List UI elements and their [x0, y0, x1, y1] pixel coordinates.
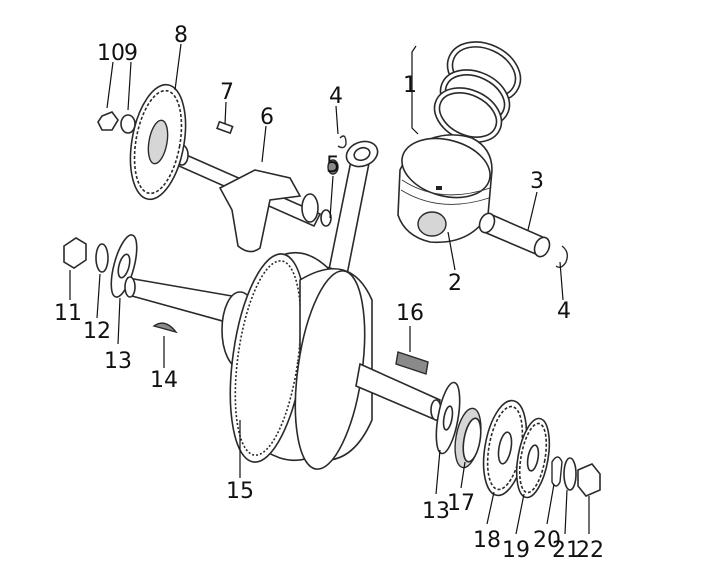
callout-9: 9	[124, 41, 138, 66]
piston-pin	[478, 212, 551, 258]
callout-22: 22	[576, 538, 604, 563]
balancer-drive-gear	[129, 83, 187, 201]
callout-2: 2	[448, 271, 462, 296]
callout-5: 5	[326, 153, 340, 178]
callout-17: 17	[447, 491, 475, 516]
callout-7: 7	[220, 80, 234, 105]
balancer-key	[216, 120, 234, 135]
crankshaft	[124, 251, 442, 470]
small-end-bearing	[327, 159, 339, 175]
piston	[397, 134, 493, 244]
callout-12: 12	[83, 319, 111, 344]
gear-nut	[97, 111, 119, 131]
callout-15: 15	[226, 479, 254, 504]
callout-13-right: 13	[422, 499, 450, 524]
callout-4-left: 4	[329, 84, 343, 109]
callout-13-left: 13	[104, 349, 132, 374]
callout-21: 21	[552, 538, 580, 563]
callout-3: 3	[530, 169, 544, 194]
leader-lines	[69, 43, 590, 535]
callout-16: 16	[396, 301, 424, 326]
timing-sprocket	[454, 407, 482, 469]
piston-pin-circlip-right	[555, 245, 569, 269]
balancer-drive-gear-crank	[515, 417, 551, 499]
piston-pin-circlip-left	[337, 135, 347, 149]
callout-11: 11	[54, 301, 82, 326]
callout-labels: 1 2 3 4 4 5 6 7 8 9 10 11 12 13 13 14 15…	[54, 23, 604, 563]
gear-washer-right	[563, 457, 577, 491]
callout-14: 14	[150, 368, 178, 393]
balancer-shaft	[168, 144, 332, 253]
callout-18: 18	[473, 528, 501, 553]
gear-key-right	[551, 456, 563, 487]
callout-20: 20	[533, 528, 561, 553]
crank-washer-left	[95, 243, 109, 273]
crank-nut-left	[63, 237, 87, 269]
callout-4-right: 4	[557, 299, 571, 324]
callout-1: 1	[403, 73, 417, 98]
woodruff-key	[152, 322, 178, 334]
bracket-1	[411, 45, 419, 135]
gear-washer	[120, 114, 136, 134]
callout-19: 19	[502, 538, 530, 563]
piston-ring-set	[433, 41, 522, 143]
callout-10: 10	[97, 41, 125, 66]
callout-8: 8	[174, 23, 188, 48]
crank-nut-right	[577, 463, 601, 497]
primary-drive-gear	[482, 399, 528, 497]
crank-key	[395, 351, 429, 375]
callout-6: 6	[260, 105, 274, 130]
